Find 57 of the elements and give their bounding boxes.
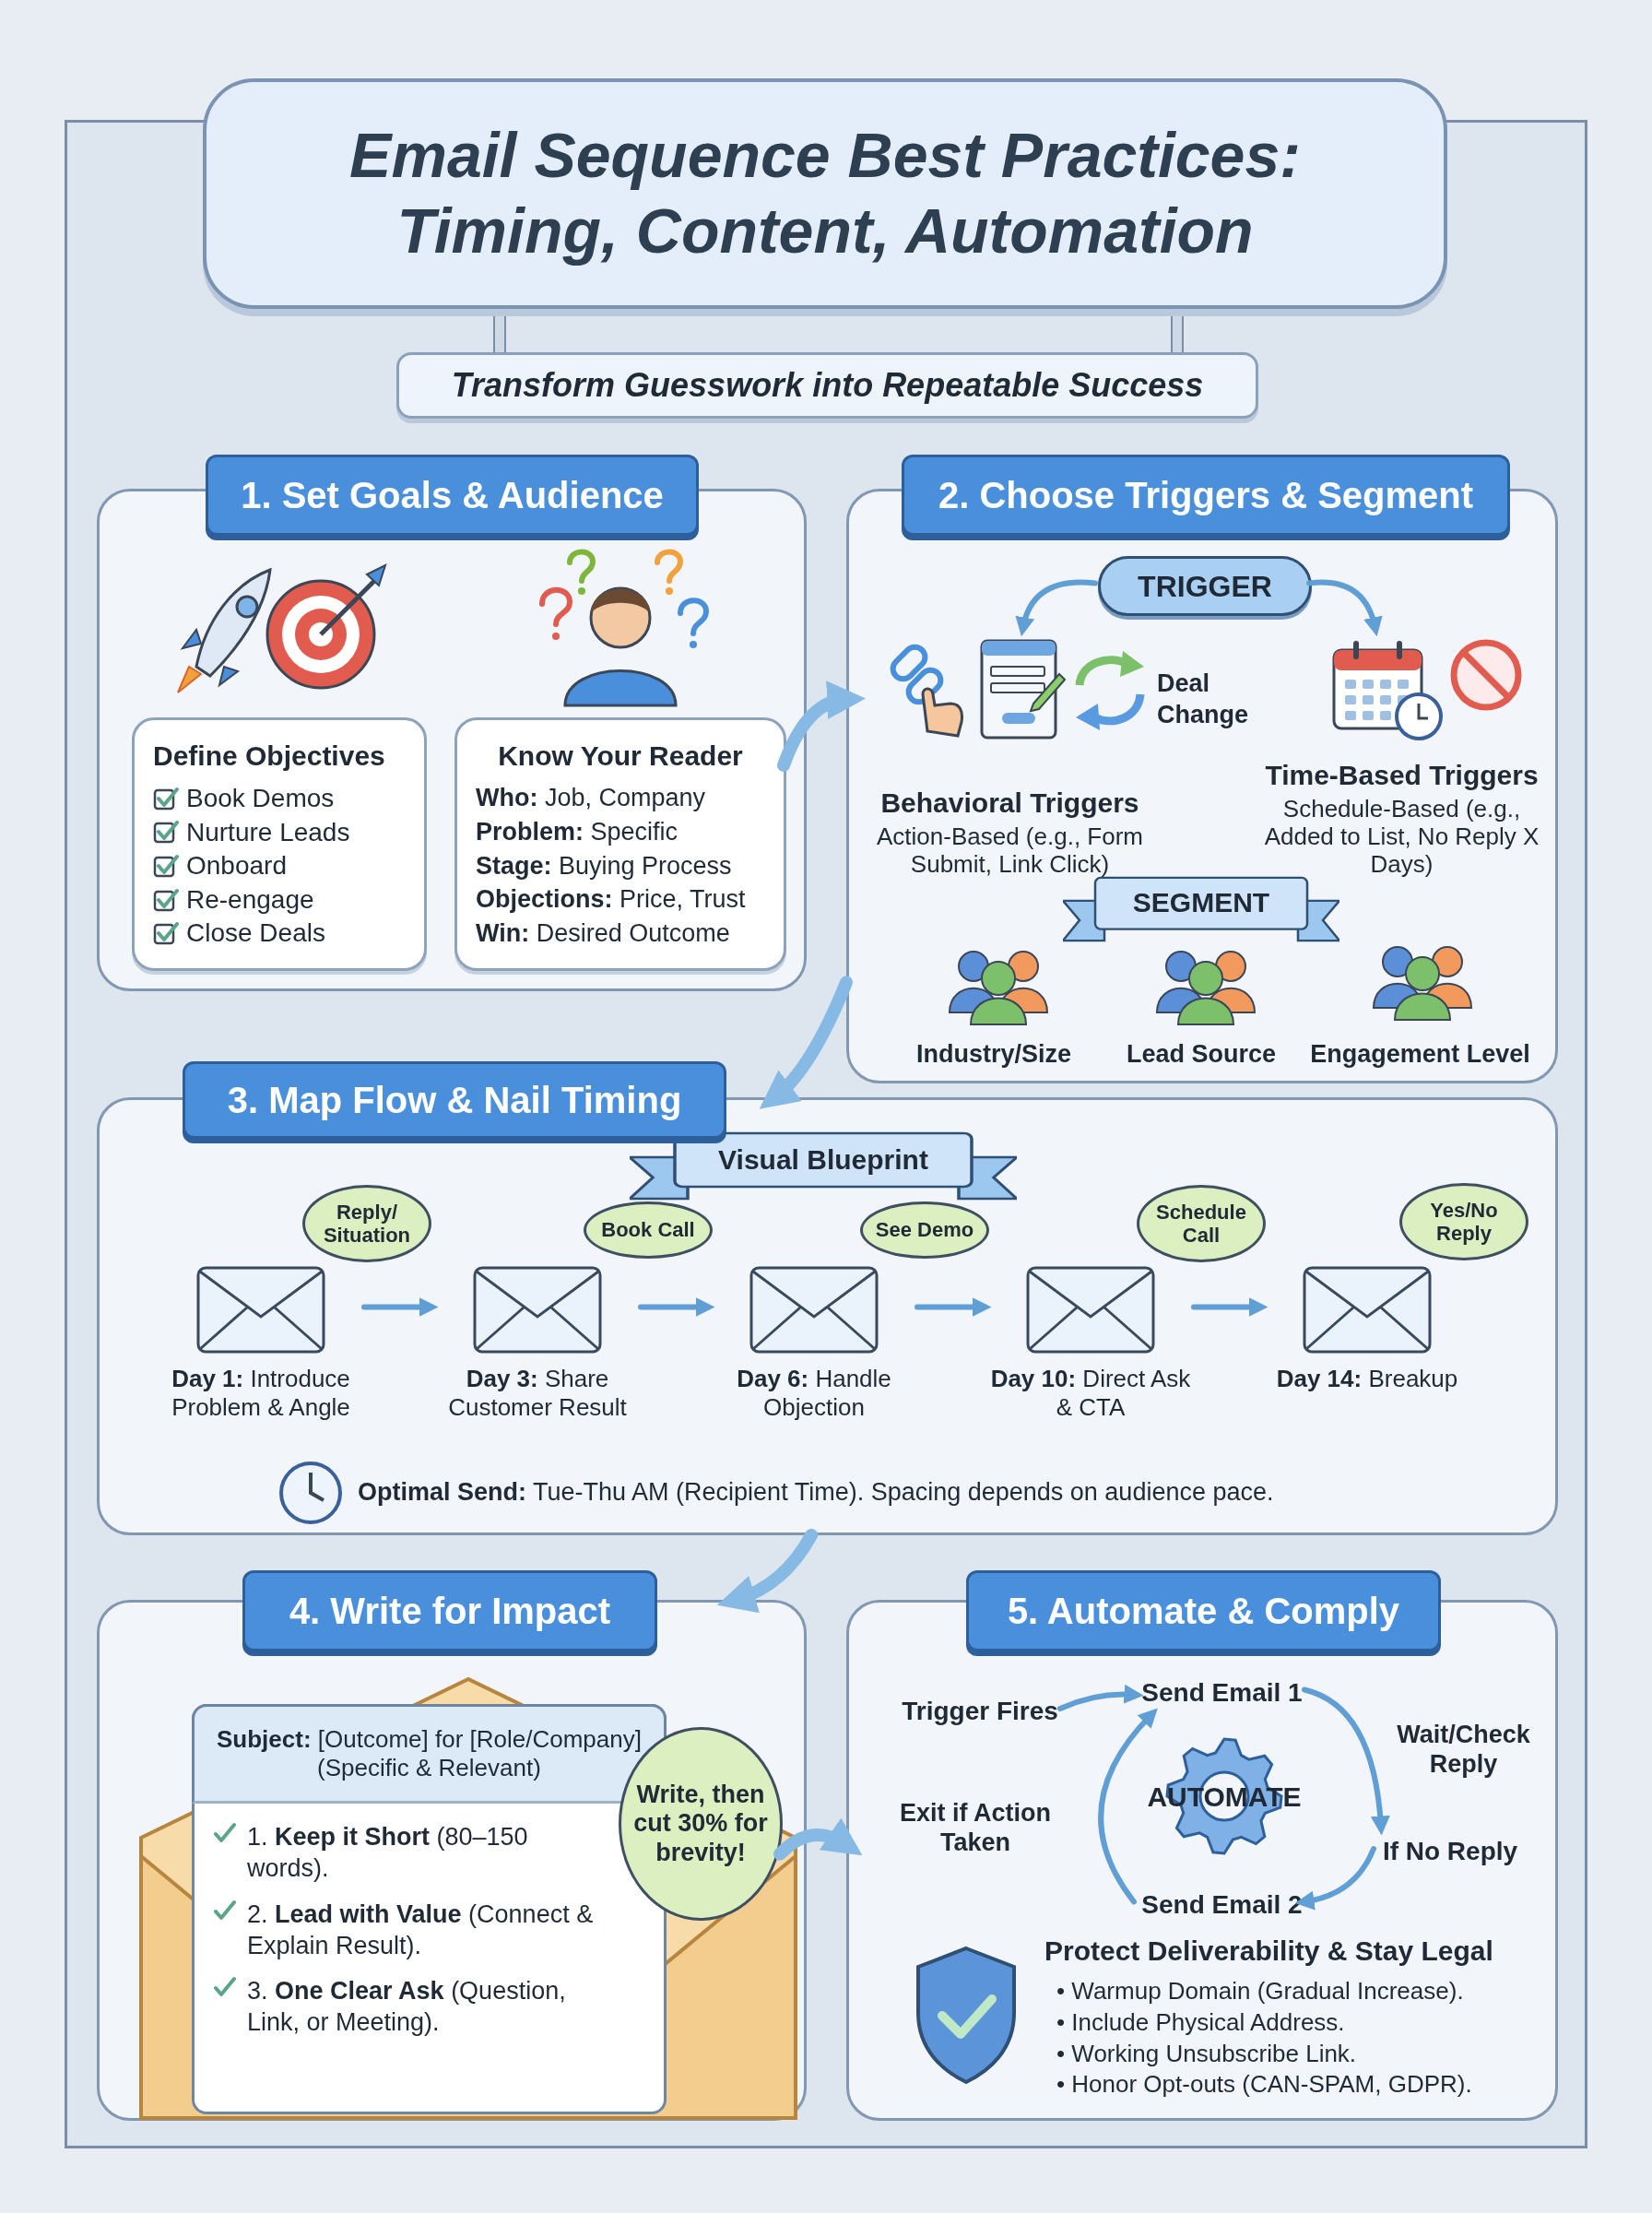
bullet-item: • Working Unsubscribe Link. (1056, 2038, 1358, 2069)
text-label: Protect Deliverability & Stay Legal (1044, 1935, 1494, 1968)
list-item: Objections: Price, Trust (476, 884, 747, 916)
step-label: Day 6: Handle Objection (736, 1365, 892, 1423)
list-item: Stage: Buying Process (476, 850, 733, 882)
trigger-heading: Behavioral Triggers (880, 787, 1139, 821)
arrow (1294, 1846, 1376, 1911)
step-label: Day 3: Share Customer Result (447, 1365, 628, 1423)
arrow (1098, 1708, 1158, 1905)
speech-bubble: Schedule Call (1137, 1185, 1266, 1262)
card-heading: Know Your Reader (497, 740, 744, 773)
arrow (777, 681, 866, 772)
arrow (1191, 1297, 1268, 1317)
speech-bubble: Reply/ Situation (302, 1185, 431, 1262)
arrow (1016, 579, 1098, 637)
list-item: Close Deals (186, 917, 325, 949)
list-item: Re-engage (186, 883, 314, 916)
arrow (1057, 1684, 1144, 1711)
text-label: Engagement Level (1309, 1039, 1531, 1070)
speech-bubble: See Demo (860, 1201, 989, 1259)
flow-step: If No Reply (1376, 1828, 1524, 1875)
arrow (638, 1297, 715, 1317)
list-item: Book Demos (186, 783, 335, 814)
arrow (773, 1817, 863, 1861)
list-item: Win: Desired Outcome (476, 918, 731, 949)
bullet-item: • Include Physical Address. (1056, 2006, 1346, 2038)
bullet-item: • Warmup Domain (Gradual Increase). (1056, 1976, 1465, 2006)
arrow (717, 1529, 819, 1613)
list-item: Onboard (186, 850, 287, 882)
arrow (1306, 579, 1383, 637)
text-label: Optimal Send: Tue-Thu AM (Recipient Time). Spacing depends on audience pace. (358, 1477, 1275, 1508)
trigger-description: Schedule-Based (e.g., Added to List, No Reply X Days) (1263, 796, 1540, 879)
trigger-description: Action-Based (e.g., Form Submit, Link Click) (876, 823, 1144, 879)
speech-bubble: Yes/No Reply (1399, 1183, 1528, 1260)
ribbon-label: Visual Blueprint (718, 1142, 928, 1177)
text-label: Deal Change (1157, 669, 1249, 730)
arrow (361, 1297, 439, 1317)
step-label: Day 14: Breakup (1276, 1365, 1458, 1394)
tip-item: 2. Lead with Value (Connect & Explain Result). (247, 1899, 595, 1961)
tip-item: 3. One Clear Ask (Question, Link, or Meeting). (247, 1976, 567, 2039)
speech-bubble: Book Call (584, 1201, 713, 1259)
bullet-item: • Honor Opt-outs (CAN-SPAM, GDPR). (1056, 2069, 1473, 2101)
list-item: Nurture Leads (186, 816, 350, 848)
list-item: Problem: Specific (476, 816, 679, 847)
trigger-heading: Time-Based Triggers (1265, 759, 1539, 793)
card-heading: Define Objectives (153, 740, 386, 773)
list-item: Who: Job, Company (476, 783, 707, 813)
arrow (914, 1297, 992, 1317)
ribbon-label: SEGMENT (1132, 886, 1270, 919)
text-label: Industry/Size (914, 1039, 1072, 1070)
step-label: Day 10: Direct Ask & CTA (989, 1365, 1192, 1423)
flow-step: Send Email 1 (1137, 1667, 1307, 1718)
step-label: Day 1: Introduce Problem & Angle (171, 1365, 351, 1423)
flow-step: Trigger Fires (897, 1688, 1063, 1734)
text-label: Lead Source (1125, 1039, 1278, 1070)
arrow (1302, 1686, 1390, 1836)
tip-item: 1. Keep it Short (80–150 words). (247, 1822, 529, 1885)
